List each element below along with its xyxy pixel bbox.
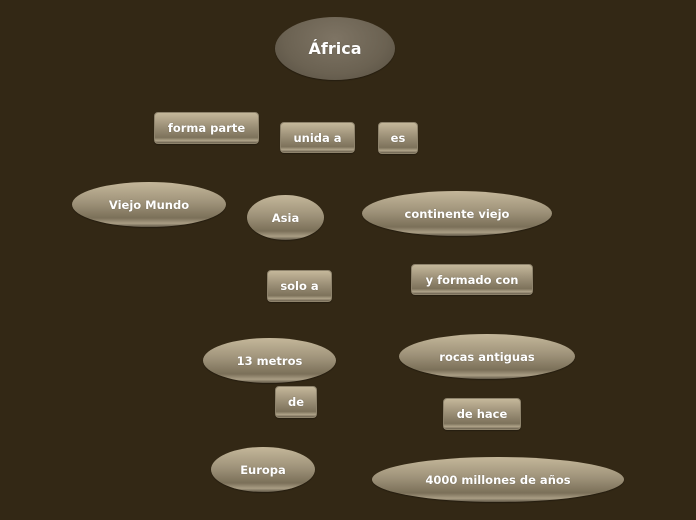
link-es[interactable]: es	[378, 122, 418, 154]
node-13-metros[interactable]: 13 metros	[203, 338, 336, 383]
node-africa[interactable]: África	[275, 17, 395, 80]
link-solo-a[interactable]: solo a	[267, 270, 332, 302]
link-y-formado-con[interactable]: y formado con	[411, 264, 533, 295]
node-asia[interactable]: Asia	[247, 195, 324, 240]
node-4000-millones[interactable]: 4000 millones de años	[372, 457, 624, 502]
link-unida-a[interactable]: unida a	[280, 122, 355, 153]
node-europa[interactable]: Europa	[211, 447, 315, 492]
link-de-hace[interactable]: de hace	[443, 398, 521, 430]
node-viejo-mundo[interactable]: Viejo Mundo	[72, 182, 226, 227]
link-de[interactable]: de	[275, 386, 317, 418]
node-rocas-antiguas[interactable]: rocas antiguas	[399, 334, 575, 379]
link-forma-parte[interactable]: forma parte	[154, 112, 259, 144]
node-continente-viejo[interactable]: continente viejo	[362, 191, 552, 236]
